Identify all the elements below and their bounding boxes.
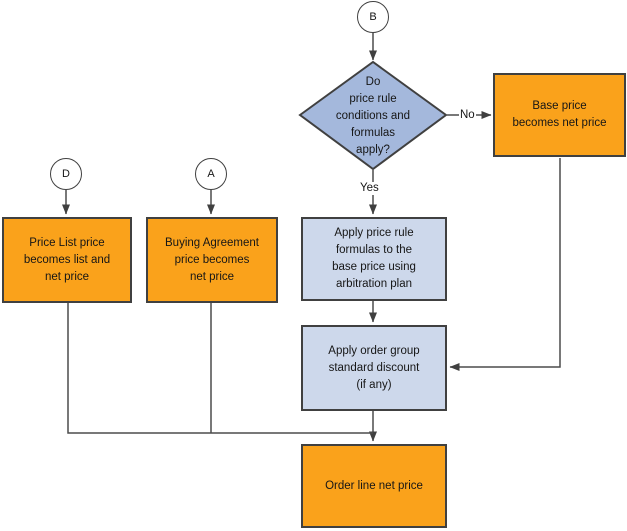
- node-order-line-net-price: Order line net price: [301, 444, 447, 528]
- decision-diamond-shape: [298, 60, 448, 171]
- node-buying-agreement: Buying Agreement price becomes net price: [146, 217, 278, 303]
- connector-d-label: D: [62, 168, 70, 180]
- edge-label-yes: Yes: [359, 182, 380, 195]
- connector-circle-b: B: [357, 1, 389, 33]
- node-apply-order-group: Apply order group standard discount (if …: [301, 325, 447, 411]
- decision-price-rule-text: Do price rule conditions and formulas ap…: [335, 75, 411, 156]
- connector-a-label: A: [207, 168, 215, 180]
- node-price-list: Price List price becomes list and net pr…: [2, 217, 132, 303]
- edge-price-list-to-merge: [67, 303, 373, 434]
- node-base-price: Base price becomes net price: [493, 73, 626, 157]
- connector-circle-a: A: [195, 158, 227, 190]
- connector-circle-d: D: [50, 158, 82, 190]
- connector-b-label: B: [369, 11, 377, 23]
- edge-label-no: No: [459, 109, 476, 122]
- edge-base-price-to-apply-order-group: [449, 158, 561, 371]
- node-apply-price-rule: Apply price rule formulas to the base pr…: [301, 217, 447, 301]
